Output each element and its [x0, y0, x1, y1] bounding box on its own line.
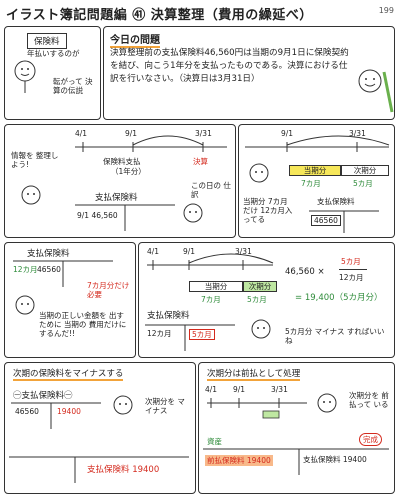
timeline [75, 135, 227, 152]
red-box: 5カ月 [189, 329, 215, 340]
bubble-text: 次期分を マイナス [145, 397, 185, 415]
amount: 46560 [37, 265, 61, 274]
calc-denominator: 12カ月 [339, 273, 364, 282]
minus-panel: 次期の保険料をマイナスする ㊀支払保険料㊀ 46560 19400 次期分を マ… [4, 362, 196, 494]
stick-figure-icon [14, 60, 36, 93]
debit-amount: 46560 [15, 407, 39, 416]
date-mid: 9/1 [281, 129, 294, 138]
account-name: 支払保険料 [95, 193, 138, 203]
stick-figure-icon [183, 203, 203, 223]
timeline-panel: 4/1 9/1 3/31 保険料支払 （1年分） 決算 情報を 整理しよう! こ… [4, 124, 236, 238]
question-heading: 今日の問題 [110, 31, 160, 48]
date-end: 3/31 [195, 129, 212, 138]
stick-figure-icon [251, 319, 271, 339]
calc-result: = 19,400（5カ月分） [295, 293, 383, 303]
bubble-text: 情報を 整理しよう! [11, 151, 59, 169]
segment-current: 当期分 [189, 281, 243, 292]
fraction-bar [339, 269, 367, 270]
date-end: 3/31 [235, 247, 252, 256]
question-panel: 今日の問題 決算整理前の支払保険料46,560円は当期の9月1日に保険契約を結び… [103, 26, 395, 120]
credit-amount: 19400 [57, 407, 81, 416]
page-title: イラスト簿記問題編 ㊶ 決算整理（費用の繰延べ） [6, 8, 313, 23]
date-end: 3/31 [349, 129, 366, 138]
page-number: 199 [378, 6, 394, 15]
intro-side-text: 転がって 決算の伝説 [53, 77, 93, 95]
entry-amount: 9/1 46,560 [77, 211, 118, 220]
months-next: 5カ月 [353, 179, 373, 188]
account-name: ㊀支払保険料㊀ [13, 391, 73, 401]
t-account [145, 324, 235, 351]
row-label: 12カ月 [147, 329, 172, 338]
segment-next: 次期分 [341, 165, 389, 176]
months-next: 5カ月 [247, 295, 267, 304]
asset-tag: 資産 [207, 437, 222, 446]
date-mid: 9/1 [125, 129, 138, 138]
entry-right: 支払保険料 19400 [87, 465, 160, 475]
correct-amount-panel: 支払保険料 12カ月 46560 7カ月分だけ 必要 当期の正しい金額を 出すた… [4, 242, 136, 358]
bubble-text: 次期分を 前払って いる [349, 391, 389, 409]
stick-figure-icon [317, 393, 337, 413]
date-start: 4/1 [147, 247, 160, 256]
entry-left: 前払保険料 19400 [205, 455, 273, 466]
amount-box: 46560 [311, 215, 341, 226]
calc-lhs: 46,560 × [285, 267, 325, 277]
journal-line [203, 448, 389, 475]
panel-heading: 次期の保険料をマイナスする [13, 369, 124, 381]
entry-right: 支払保険料 19400 [303, 455, 367, 464]
period-split-panel: 9/1 3/31 当期分 次期分 7カ月 5カ月 当期分 7カ月だけ 12カ月入… [238, 124, 395, 238]
calculation-panel: 4/1 9/1 3/31 当期分 次期分 7カ月 5カ月 46,560 × 5カ… [138, 242, 395, 358]
date-mid: 9/1 [233, 385, 246, 394]
date-end: 3/31 [271, 385, 288, 394]
t-account [75, 204, 175, 231]
stick-figure-icon [358, 69, 394, 113]
t-account [309, 210, 379, 233]
row-label: 12カ月 [13, 265, 38, 274]
prepaid-panel: 次期分は前払として処理 4/1 9/1 3/31 次期分を 前払って いる 資産… [198, 362, 395, 494]
intro-panel: 保険料 年払いするのが 転がって 決算の伝説 [4, 26, 101, 120]
timeline [207, 398, 307, 419]
red-note: 7カ月分だけ 必要 [87, 281, 130, 299]
calc-numerator: 5カ月 [341, 257, 361, 266]
label-pay-sub: （1年分） [111, 167, 146, 176]
t-account [13, 260, 113, 287]
label-pay: 保険料支払 [103, 157, 141, 166]
note-right: この日の 仕訳 [191, 181, 231, 199]
date-start: 4/1 [75, 129, 88, 138]
bottom-text: 当期の正しい金額を 出すために 当期の 費用だけにするんだ!! [39, 311, 127, 338]
months-current: 7カ月 [201, 295, 221, 304]
question-body: 決算整理前の支払保険料46,560円は当期の9月1日に保険契約を結び、向こう1年… [110, 48, 349, 84]
months-current: 7カ月 [301, 179, 321, 188]
stick-figure-icon [249, 163, 269, 183]
timeline [147, 253, 274, 270]
timeline [245, 135, 390, 152]
t-account [11, 402, 101, 429]
journal-line [9, 456, 189, 483]
segment-next: 次期分 [243, 281, 277, 292]
stick-figure-icon [113, 395, 133, 415]
account-name: 支払保険料 [317, 197, 355, 206]
side-note: 5カ月分 マイナス すればいいね [285, 327, 385, 345]
account-name: 支払保険料 [27, 249, 70, 259]
account-name: 支払保険料 [147, 311, 190, 321]
stick-figure-icon [21, 185, 41, 205]
segment-current: 当期分 [289, 165, 341, 176]
label-settle: 決算 [193, 157, 208, 166]
intro-label-box: 保険料 [27, 33, 67, 49]
note: 当期分 7カ月だけ 12カ月入ってる [243, 197, 293, 224]
stick-figure-icon [15, 295, 35, 315]
date-mid: 9/1 [183, 247, 196, 256]
date-start: 4/1 [205, 385, 218, 394]
intro-label-sub: 年払いするのが [27, 49, 80, 58]
complete-tag: 完成 [359, 433, 382, 446]
panel-heading: 次期分は前払として処理 [207, 369, 301, 381]
